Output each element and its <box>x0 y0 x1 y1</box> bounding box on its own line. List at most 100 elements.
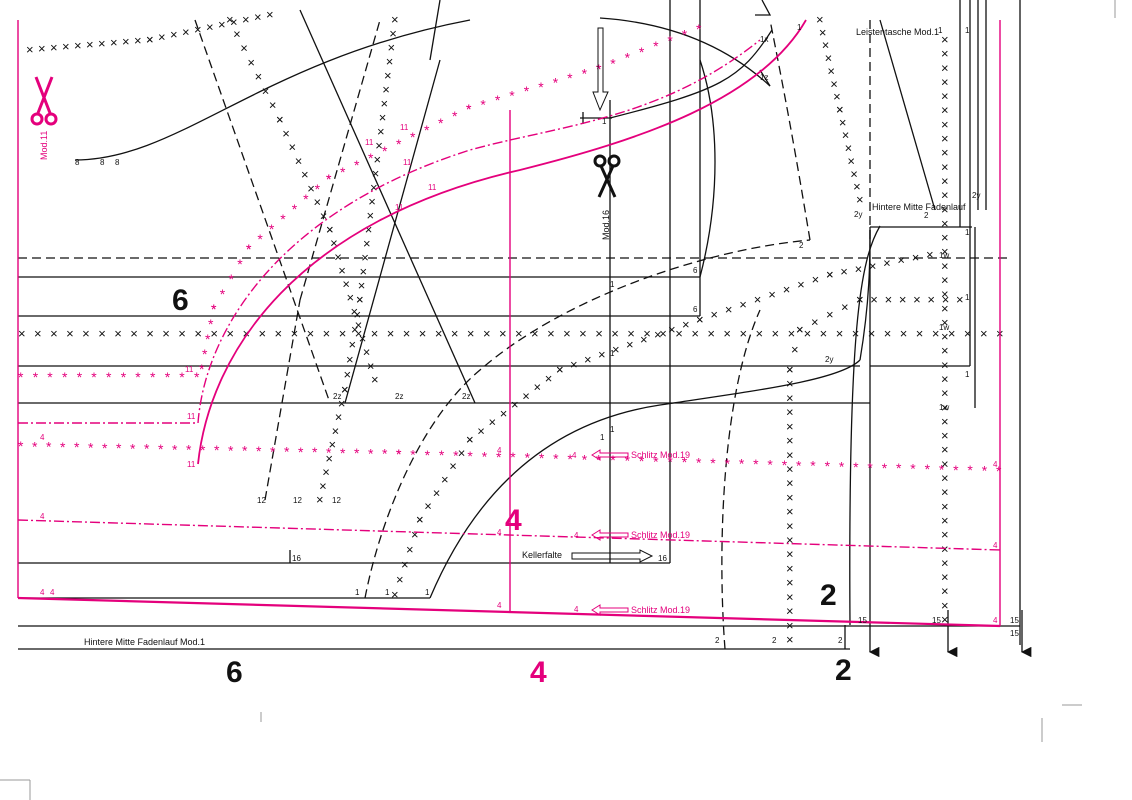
star-mark: * <box>539 450 545 466</box>
star-mark: * <box>782 457 788 473</box>
cross-mark: × <box>325 451 333 466</box>
cross-mark: × <box>276 112 284 127</box>
star-mark: * <box>466 101 472 117</box>
cross-mark: × <box>852 326 860 341</box>
svg-text:6: 6 <box>693 266 698 275</box>
cross-mark: × <box>489 415 497 430</box>
star-mark: * <box>610 55 616 71</box>
cross-mark: × <box>477 423 485 438</box>
cross-mark: × <box>696 312 704 327</box>
cross-mark: × <box>375 138 383 153</box>
star-mark: * <box>810 458 816 474</box>
cross-mark: × <box>411 527 419 542</box>
cross-mark: × <box>38 41 46 56</box>
star-mark: * <box>396 446 402 462</box>
cross-mark: × <box>307 326 315 341</box>
cross-mark: × <box>218 17 226 32</box>
star-mark: * <box>269 221 275 237</box>
cross-mark: × <box>349 337 357 352</box>
cross-mark: × <box>786 362 794 377</box>
cross-mark: × <box>170 27 178 42</box>
cross-mark: × <box>233 26 241 41</box>
star-mark: * <box>62 369 68 385</box>
star-mark: * <box>256 443 262 459</box>
cross-mark: × <box>158 30 166 45</box>
star-mark: * <box>340 164 346 180</box>
star-mark: * <box>939 461 945 477</box>
cross-mark: × <box>98 326 106 341</box>
star-mark: * <box>453 448 459 464</box>
cross-mark: × <box>194 326 202 341</box>
cross-mark: × <box>796 322 804 337</box>
star-mark: * <box>315 181 321 197</box>
star-mark: * <box>246 241 252 257</box>
svg-text:2: 2 <box>799 241 804 250</box>
svg-text:2: 2 <box>838 636 843 645</box>
cross-mark: × <box>941 230 949 245</box>
size-two-upper: 2 <box>820 579 837 612</box>
cross-mark: × <box>458 445 466 460</box>
star-mark: * <box>882 460 888 476</box>
scissors-icon <box>593 154 621 198</box>
svg-text:15: 15 <box>1010 616 1019 625</box>
svg-text:2y: 2y <box>972 191 980 200</box>
star-mark: * <box>667 454 673 470</box>
cross-mark: × <box>98 36 106 51</box>
cross-mark: × <box>839 115 847 130</box>
cross-mark: × <box>696 312 704 327</box>
star-mark: * <box>208 316 214 332</box>
cross-mark: × <box>382 82 390 97</box>
svg-text:2z: 2z <box>395 392 403 401</box>
svg-text:11: 11 <box>365 138 374 147</box>
cross-mark: × <box>885 292 893 307</box>
cross-mark: × <box>282 126 290 141</box>
cross-mark: × <box>836 326 844 341</box>
star-mark: * <box>270 443 276 459</box>
cross-mark: × <box>956 292 964 307</box>
star-mark: * <box>466 101 472 117</box>
svg-text:11: 11 <box>395 203 404 212</box>
cross-mark: × <box>182 25 190 40</box>
cross-mark: × <box>441 472 449 487</box>
cross-mark: × <box>826 307 834 322</box>
cross-mark: × <box>941 386 949 401</box>
cross-mark: × <box>370 180 378 195</box>
black-solid-lines <box>18 0 1032 658</box>
arrow-right-icon <box>571 549 654 563</box>
svg-text:4: 4 <box>993 616 998 625</box>
cross-mark: × <box>941 174 949 189</box>
cross-mark: × <box>389 26 397 41</box>
svg-text:1: 1 <box>797 23 802 32</box>
cross-mark: × <box>791 342 799 357</box>
star-mark: * <box>524 83 530 99</box>
size-six-upper: 6 <box>172 284 189 317</box>
cross-mark: × <box>897 253 905 268</box>
star-mark: * <box>825 458 831 474</box>
cross-mark: × <box>365 222 373 237</box>
cross-mark: × <box>980 326 988 341</box>
cross-mark: × <box>391 587 399 602</box>
star-mark: * <box>596 61 602 77</box>
cross-mark: × <box>406 542 414 557</box>
cross-mark: × <box>556 362 564 377</box>
cross-mark: × <box>941 372 949 387</box>
cross-mark: × <box>347 290 355 305</box>
cross-mark: × <box>853 179 861 194</box>
svg-text:1: 1 <box>355 588 360 597</box>
cross-mark: × <box>326 222 334 237</box>
cross-mark: × <box>334 249 342 264</box>
cross-mark: × <box>579 326 587 341</box>
cross-mark: × <box>640 332 648 347</box>
cross-mark: × <box>941 612 949 627</box>
cross-mark: × <box>941 244 949 259</box>
cross-mark: × <box>786 433 794 448</box>
cross-mark: × <box>941 570 949 585</box>
cross-mark: × <box>941 555 949 570</box>
cross-mark: × <box>723 326 731 341</box>
svg-text:1: 1 <box>610 349 615 358</box>
svg-text:1: 1 <box>425 588 430 597</box>
cross-mark: × <box>230 15 238 30</box>
cross-mark: × <box>788 326 796 341</box>
cross-mark: × <box>654 327 662 342</box>
